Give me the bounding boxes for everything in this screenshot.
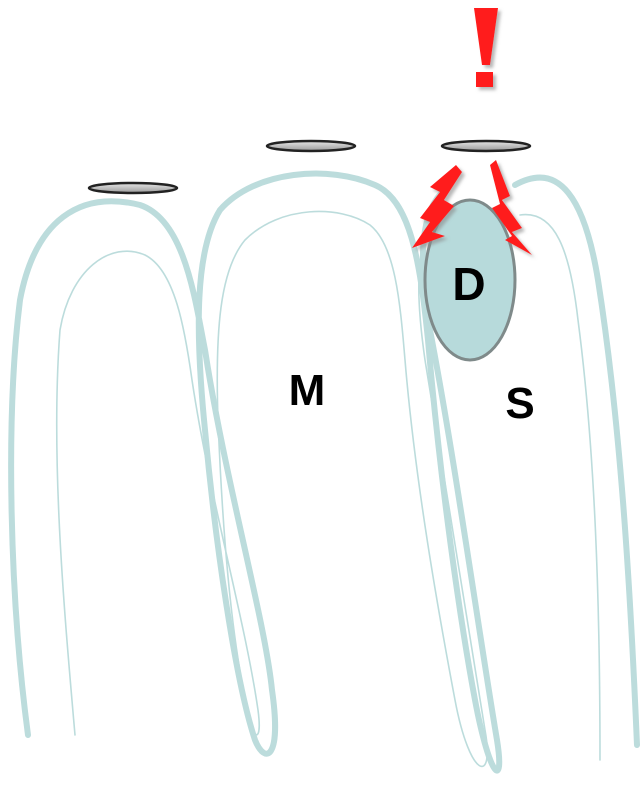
sensor-disc-middle	[267, 141, 355, 151]
fold-outline-inner-right	[520, 215, 600, 760]
middle-fold-label: M	[289, 366, 326, 415]
sensor-disc-left	[89, 183, 177, 193]
small-fold-label: S	[505, 379, 534, 428]
droplet-label: D	[452, 258, 485, 310]
sensor-disc-right	[442, 141, 530, 151]
exclamation-icon	[474, 8, 498, 87]
fold-outline-outer-right	[515, 178, 637, 745]
